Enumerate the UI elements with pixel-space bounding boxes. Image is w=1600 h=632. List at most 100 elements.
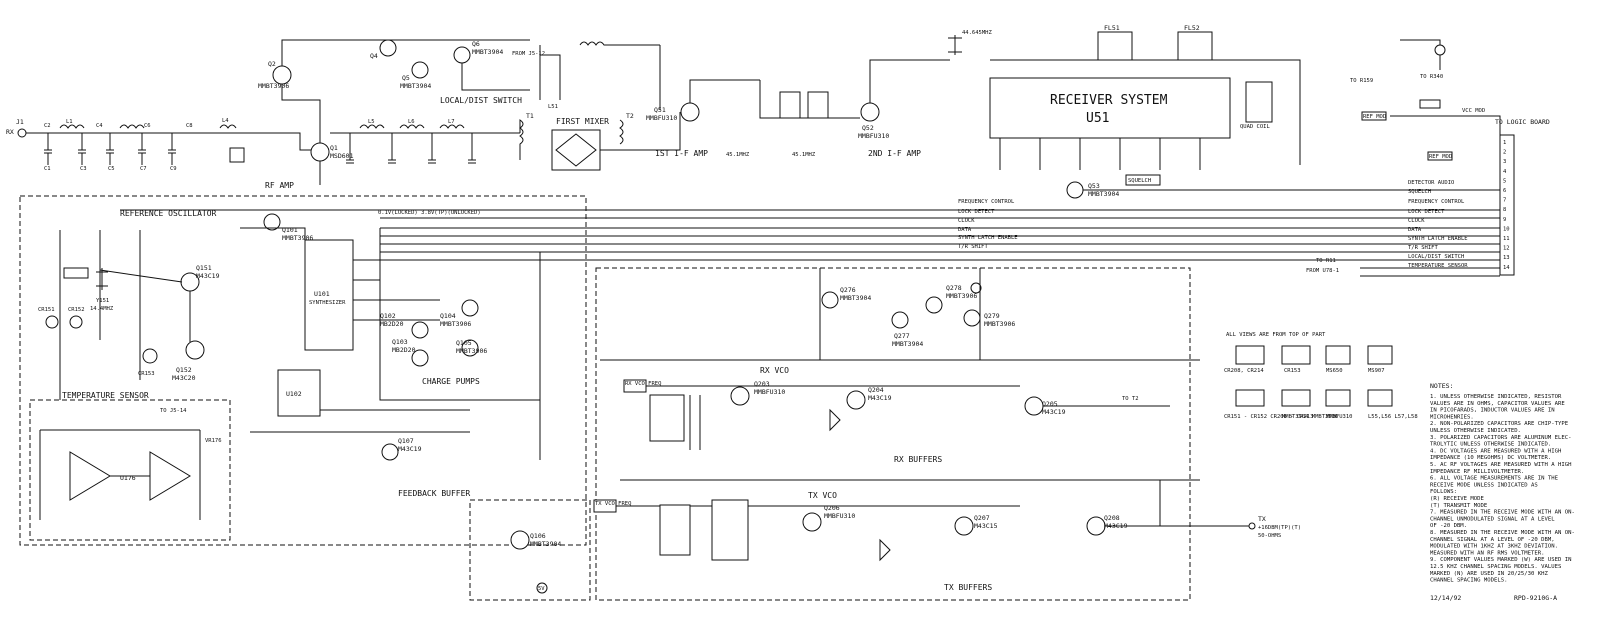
svg-text:TEMPERATURE SENSOR: TEMPERATURE SENSOR [1408, 263, 1468, 269]
note-line: CHANNEL SIGNAL AT A LEVEL OF -20 DBM, [1430, 537, 1555, 543]
svg-text:LOCK DETECT: LOCK DETECT [1408, 209, 1445, 215]
svg-text:C4: C4 [96, 123, 103, 129]
feedback-title: FEEDBACK BUFFER [398, 489, 470, 498]
svg-text:DATA: DATA [958, 227, 972, 233]
svg-text:T1: T1 [526, 112, 534, 120]
note-line: CHANNEL SPACING MODELS. [1430, 578, 1507, 584]
svg-text:TX VCO FREQ: TX VCO FREQ [595, 501, 631, 507]
svg-text:DETECTOR AUDIO: DETECTOR AUDIO [1408, 180, 1454, 186]
reference-oscillator: REFERENCE OSCILLATOR Y151 14.4MHZ Q151 M… [38, 209, 220, 400]
note-line: MEASURED WITH AN RF RMS VOLTMETER. [1430, 550, 1545, 556]
note-line: 5. AC RF VOLTAGES ARE MEASURED WITH A HI… [1430, 462, 1571, 468]
ref-osc-title: REFERENCE OSCILLATOR [120, 209, 217, 218]
svg-text:T/R SHIFT: T/R SHIFT [1408, 245, 1438, 251]
svg-text:Q1: Q1 [330, 144, 338, 152]
svg-text:CR153: CR153 [138, 371, 155, 377]
svg-text:Q105: Q105 [456, 339, 472, 347]
note-line: 6. ALL VOLTAGE MEASUREMENTS ARE IN THE [1430, 476, 1559, 482]
svg-text:Q107: Q107 [398, 437, 414, 445]
connector-pin-4: 4 [1503, 169, 1507, 175]
svg-text:QUAD COIL: QUAD COIL [1240, 124, 1270, 130]
svg-text:T2: T2 [626, 112, 634, 120]
connector-pin-12: 12 [1503, 246, 1510, 252]
q104-transistor [461, 299, 479, 317]
svg-text:CR153: CR153 [1284, 368, 1301, 374]
q204-transistor [846, 390, 866, 410]
svg-text:VCC MOD: VCC MOD [1462, 108, 1485, 114]
svg-text:CR151: CR151 [38, 307, 55, 313]
svg-text:FL51: FL51 [1104, 24, 1120, 32]
svg-text:C9: C9 [170, 166, 177, 172]
notes-block: NOTES: 1. UNLESS OTHERWISE INDICATED, RE… [1430, 382, 1575, 584]
svg-text:Y151: Y151 [96, 298, 109, 304]
svg-text:Q52: Q52 [862, 124, 874, 132]
svg-text:MMBT3906: MMBT3906 [456, 347, 487, 355]
tx-buffers-title: TX BUFFERS [944, 583, 992, 592]
q107-transistor [381, 443, 399, 461]
svg-text:FROM U78-1: FROM U78-1 [1306, 268, 1339, 274]
u102-block [277, 369, 321, 417]
if2-title: 2ND I-F AMP [868, 149, 921, 158]
note-line: 1. UNLESS OTHERWISE INDICATED, RESISTOR [1430, 394, 1562, 400]
svg-text:ALL VIEWS ARE FROM TOP OF PART: ALL VIEWS ARE FROM TOP OF PART [1226, 332, 1326, 338]
svg-text:MMBT3904: MMBT3904 [1088, 190, 1119, 198]
svg-text:MMBT3904 MMBT3906: MMBT3904 MMBT3906 [1282, 414, 1338, 420]
connector-pin-8: 8 [1503, 207, 1506, 213]
svg-text:Q279: Q279 [984, 312, 1000, 320]
svg-text:CR208, CR214: CR208, CR214 [1224, 368, 1264, 374]
lock-detect-label: LOCK DETECT [958, 209, 995, 215]
svg-text:C6: C6 [144, 123, 151, 129]
connector-pin-1: 1 [1503, 140, 1506, 146]
note-line: OF -20 DBM. [1430, 523, 1467, 529]
svg-text:MMBT3904: MMBT3904 [892, 340, 923, 348]
svg-text:MMBT3906: MMBT3906 [282, 234, 313, 242]
svg-text:L7: L7 [448, 119, 455, 125]
svg-text:MMBT3904: MMBT3904 [840, 294, 871, 302]
connector-pin-14: 14 [1503, 265, 1510, 271]
q205-transistor [1024, 396, 1044, 416]
svg-text:MSD601: MSD601 [330, 152, 354, 160]
svg-text:C3: C3 [80, 166, 87, 172]
note-line: 7. MEASURED IN THE RECEIVE MODE WITH AN … [1430, 510, 1575, 516]
note-line: 3. POLARIZED CAPACITORS ARE ALUMINUM ELE… [1430, 435, 1571, 441]
svg-text:Q5: Q5 [402, 74, 410, 82]
q276-transistor [821, 291, 839, 309]
if1-title: 1ST I-F AMP [655, 149, 708, 158]
svg-text:M43C15: M43C15 [974, 522, 998, 530]
svg-text:FREQUENCY CONTROL: FREQUENCY CONTROL [1408, 199, 1465, 205]
svg-text:Q103: Q103 [392, 338, 408, 346]
part-pinout-legend: ALL VIEWS ARE FROM TOP OF PART CR208, CR… [1224, 332, 1418, 420]
svg-text:45.1MHZ: 45.1MHZ [792, 152, 816, 158]
svg-text:MMBT3904: MMBT3904 [400, 82, 431, 90]
svg-text:C8: C8 [186, 123, 193, 129]
svg-text:TO T2: TO T2 [1122, 396, 1139, 402]
svg-text:LOCAL/DIST SWITCH: LOCAL/DIST SWITCH [1408, 254, 1464, 260]
q207-transistor [954, 516, 974, 536]
svg-text:MMBFU310: MMBFU310 [754, 388, 785, 396]
note-line: 8. MEASURED IN THE RECEIVE MODE WITH AN … [1430, 530, 1575, 536]
note-line: CHANNEL UNMODULATED SIGNAL AT A LEVEL [1430, 516, 1555, 522]
svg-text:TX: TX [1258, 515, 1266, 523]
svg-text:M43C19: M43C19 [1042, 408, 1066, 416]
q105-transistor [461, 339, 479, 357]
svg-text:SYNTH LATCH ENABLE: SYNTH LATCH ENABLE [1408, 236, 1468, 242]
connector-pin-5: 5 [1503, 178, 1506, 184]
svg-text:U176: U176 [120, 474, 136, 482]
svg-text:MB2D20: MB2D20 [392, 346, 416, 354]
svg-text:Q151: Q151 [196, 264, 212, 272]
svg-text:SYNTH LATCH ENABLE: SYNTH LATCH ENABLE [958, 235, 1018, 241]
svg-text:Q106: Q106 [530, 532, 546, 540]
q52-transistor [860, 102, 880, 122]
svg-text:50-OHMS: 50-OHMS [1258, 533, 1281, 539]
svg-text:SQUELCH: SQUELCH [1128, 178, 1151, 184]
notes-title: NOTES: [1430, 382, 1453, 390]
connector-pin-9: 9 [1503, 217, 1506, 223]
svg-text:45.1MHZ: 45.1MHZ [726, 152, 750, 158]
svg-text:Q102: Q102 [380, 312, 396, 320]
svg-text:SYNTHESIZER: SYNTHESIZER [309, 300, 346, 306]
connector-pin-3: 3 [1503, 159, 1506, 165]
q5-transistor [411, 61, 429, 79]
svg-text:Q276: Q276 [840, 286, 856, 294]
svg-text:M43C19: M43C19 [868, 394, 892, 402]
svg-text:MMBFU310: MMBFU310 [646, 114, 677, 122]
